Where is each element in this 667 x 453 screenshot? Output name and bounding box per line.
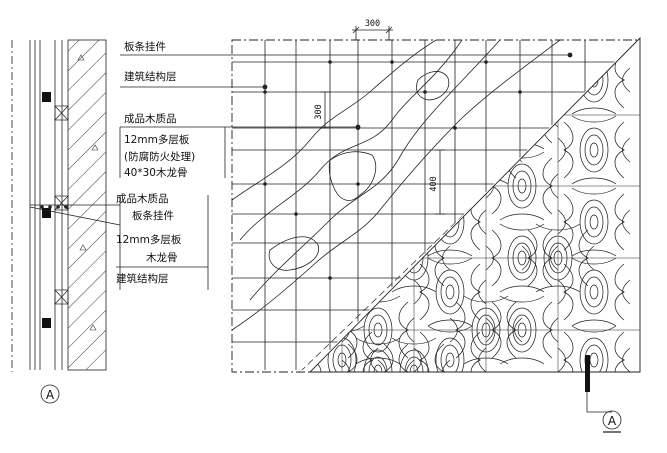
dimension-300-vertical	[320, 91, 330, 129]
dimension-300-top	[352, 26, 393, 40]
label-keel-size: 40*30木龙骨	[124, 166, 187, 179]
label-finished-wood-upper: 成品木质品	[124, 113, 177, 125]
wood-keel-blocks	[54, 105, 69, 305]
label-plywood-lower: 12mm多层板	[116, 233, 182, 246]
fixing-dots	[40, 205, 68, 209]
label-keel-lower: 木龙骨	[146, 251, 178, 264]
dimension-top-text: 300	[365, 19, 380, 29]
section-symbol-left: A	[40, 384, 60, 404]
dimension-vertical-text: 300	[314, 104, 324, 119]
label-structure-layer-lower: 建筑结构层	[116, 272, 169, 285]
lower-label-group: 成品木质品 板条挂件 12mm多层板 木龙骨 建筑结构层	[116, 193, 208, 285]
section-symbol-right: A	[602, 410, 622, 433]
section-symbol-left-text: A	[46, 388, 55, 402]
section-view	[11, 39, 107, 372]
grid-frame	[232, 40, 636, 370]
dimension-400-diagonal	[435, 149, 445, 215]
label-finished-wood-lower: 成品木质品	[116, 193, 169, 205]
label-plywood-upper: 12mm多层板	[124, 133, 190, 146]
label-fire-treatment: (防腐防火处理)	[124, 150, 195, 163]
wood-grain	[232, 40, 561, 331]
section-symbol-right-text: A	[608, 414, 617, 428]
hanger-clips	[42, 92, 51, 328]
dimension-diagonal-text: 400	[429, 176, 439, 191]
upper-label-group: 板条挂件 建筑结构层 成品木质品 12mm多层板 (防腐防火处理) 40*30木…	[124, 40, 195, 179]
label-structure-layer-upper: 建筑结构层	[124, 70, 177, 83]
label-batten-hanger-lower: 板条挂件	[132, 209, 174, 222]
leader-lines	[29, 52, 573, 290]
label-batten-hanger-upper: 板条挂件	[124, 40, 166, 53]
